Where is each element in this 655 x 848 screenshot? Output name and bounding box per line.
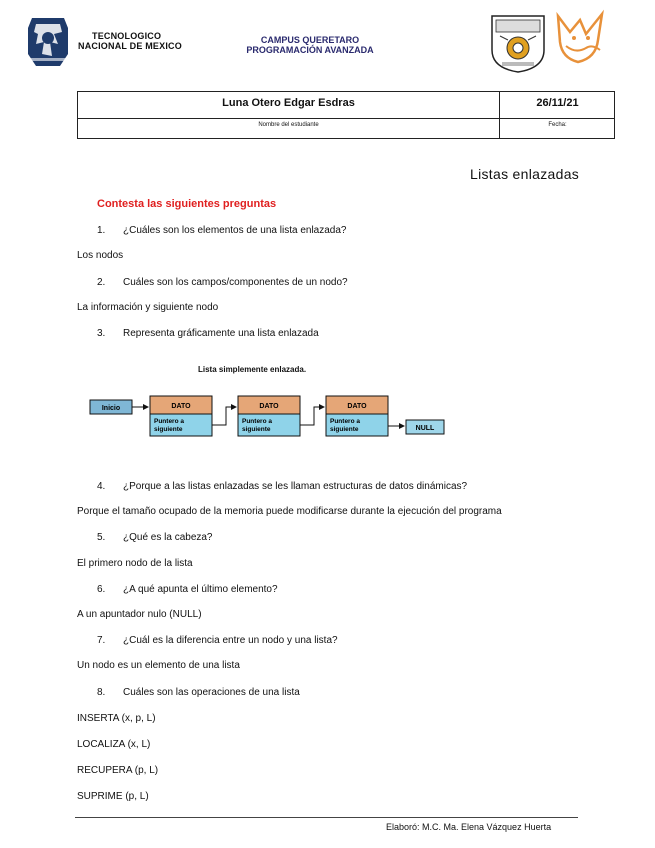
operation-item: SUPRIME (p, L) bbox=[77, 791, 149, 802]
student-name-label: Nombre del estudiante bbox=[258, 122, 319, 128]
operation-item: INSERTA (x, p, L) bbox=[77, 713, 156, 724]
node-pointer-label: Puntero a bbox=[330, 418, 360, 425]
answer-7: Un nodo es un elemento de una lista bbox=[77, 660, 240, 671]
node-pointer-label: Puntero a bbox=[242, 418, 272, 425]
node-pointer-label: Puntero a bbox=[154, 418, 184, 425]
instructions-heading: Contesta las siguientes preguntas bbox=[97, 198, 277, 210]
question-8: 8. Cuáles son las operaciones de una list… bbox=[97, 687, 300, 698]
ciencia-tecnica-seal bbox=[488, 10, 548, 74]
node-pointer-label: siguiente bbox=[154, 426, 183, 433]
operation-item: RECUPERA (p, L) bbox=[77, 765, 159, 776]
question-text: ¿Cuáles son los elementos de una lista e… bbox=[123, 225, 347, 236]
question-text: ¿Qué es la cabeza? bbox=[123, 532, 213, 543]
answer-4: Porque el tamaño ocupado de la memoria p… bbox=[77, 506, 502, 517]
course-name: PROGRAMACIÓN AVANZADA bbox=[246, 45, 374, 55]
answer-5: El primero nodo de la lista bbox=[77, 558, 193, 569]
question-number: 7. bbox=[97, 635, 106, 646]
question-4: 4. ¿Porque a las listas enlazadas se les … bbox=[97, 481, 467, 492]
document-title: Listas enlazadas bbox=[470, 166, 580, 182]
question-number: 1. bbox=[97, 225, 106, 236]
institution-name: TECNOLOGICO NACIONAL DE MEXICO bbox=[78, 31, 182, 51]
question-3: 3. Representa gráficamente una lista enla… bbox=[97, 328, 319, 339]
table-divider bbox=[499, 92, 500, 138]
diagram-title: Lista simplemente enlazada. bbox=[198, 365, 306, 374]
campus-name: CAMPUS QUERETARO bbox=[260, 35, 360, 45]
question-number: 6. bbox=[97, 584, 106, 595]
tecnm-logo bbox=[24, 14, 72, 70]
arrow bbox=[300, 404, 325, 426]
node-data-label: DATO bbox=[259, 403, 279, 410]
question-text: ¿A qué apunta el último elemento? bbox=[123, 584, 278, 595]
question-text: Representa gráficamente una lista enlaza… bbox=[123, 328, 319, 339]
linked-list-diagram: Lista simplemente enlazada. Inicio DATO … bbox=[86, 364, 456, 444]
answer-6: A un apuntador nulo (NULL) bbox=[77, 609, 202, 620]
question-1: 1. ¿Cuáles son los elementos de una lista… bbox=[97, 225, 346, 236]
node-data-label: DATO bbox=[171, 403, 191, 410]
null-box bbox=[405, 419, 445, 435]
campus-heading: CAMPUS QUERETARO PROGRAMACIÓN AVANZADA bbox=[220, 35, 400, 55]
fox-logo bbox=[552, 6, 610, 72]
student-info-table: Luna Otero Edgar Esdras 26/11/21 Nombre … bbox=[77, 91, 615, 139]
question-2: 2. Cuáles son los campos/componentes de u… bbox=[97, 277, 348, 288]
footer-author: Elaboró: M.C. Ma. Elena Vázquez Huerta bbox=[386, 822, 552, 832]
question-5: 5. ¿Qué es la cabeza? bbox=[97, 532, 213, 543]
operation-item: LOCALIZA (x, L) bbox=[77, 739, 151, 750]
question-number: 5. bbox=[97, 532, 106, 543]
question-text: ¿Cuál es la diferencia entre un nodo y u… bbox=[123, 635, 338, 646]
question-number: 2. bbox=[97, 277, 106, 288]
info-row-values bbox=[78, 92, 614, 119]
question-text: ¿Porque a las listas enlazadas se les ll… bbox=[123, 481, 468, 492]
date-value: 26/11/21 bbox=[536, 97, 579, 109]
student-name: Luna Otero Edgar Esdras bbox=[222, 97, 355, 109]
node-pointer-field bbox=[325, 413, 389, 437]
institution-line2: NACIONAL DE MEXICO bbox=[78, 41, 182, 51]
question-number: 4. bbox=[97, 481, 106, 492]
node-pointer-label: siguiente bbox=[330, 426, 359, 433]
question-number: 3. bbox=[97, 328, 106, 339]
start-label: Inicio bbox=[102, 405, 120, 412]
answer-1: Los nodos bbox=[77, 250, 124, 261]
date-label: Fecha: bbox=[548, 122, 567, 128]
answer-2: La información y siguiente nodo bbox=[77, 302, 219, 313]
question-6: 6. ¿A qué apunta el último elemento? bbox=[97, 584, 278, 595]
question-7: 7. ¿Cuál es la diferencia entre un nodo y… bbox=[97, 635, 338, 646]
node-data-label: DATO bbox=[347, 403, 367, 410]
arrow bbox=[212, 404, 237, 426]
node-pointer-label: siguiente bbox=[242, 426, 271, 433]
null-label: NULL bbox=[416, 425, 435, 432]
question-text: Cuáles son las operaciones de una lista bbox=[123, 687, 300, 698]
footer-divider bbox=[75, 817, 578, 818]
institution-line1: TECNOLOGICO bbox=[92, 31, 162, 41]
question-text: Cuáles son los campos/componentes de un … bbox=[123, 277, 348, 288]
question-number: 8. bbox=[97, 687, 106, 698]
